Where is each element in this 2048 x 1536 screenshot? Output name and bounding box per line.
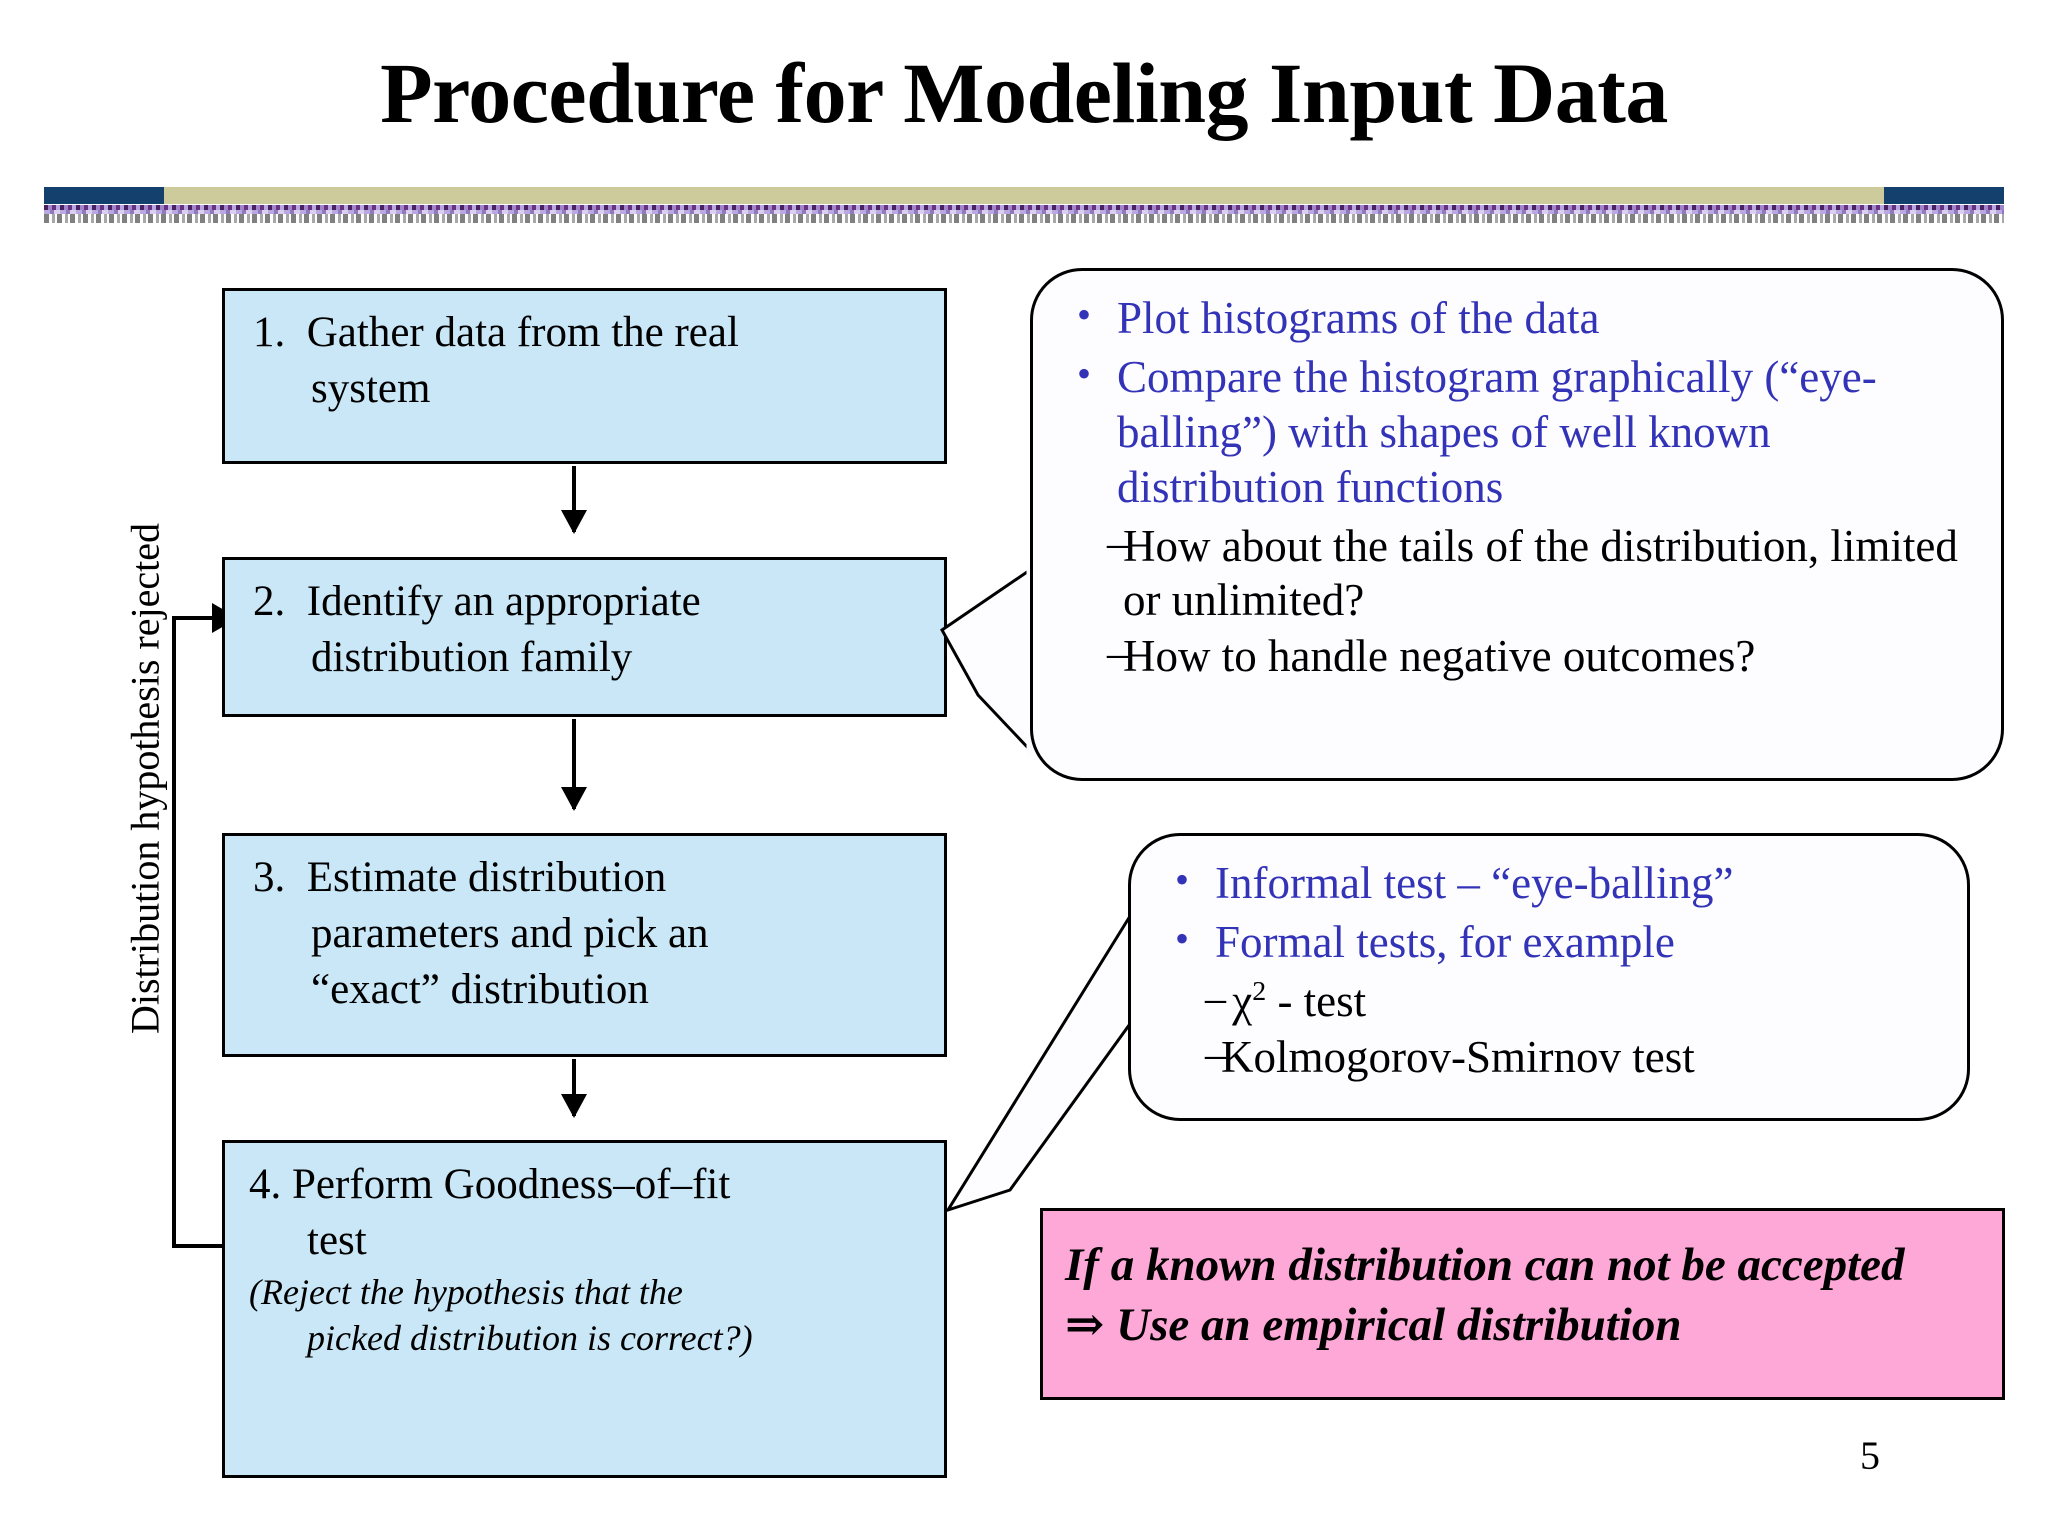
pink-note-line2: ⇒ Use an empirical distribution bbox=[1065, 1299, 1682, 1352]
divider-purple-line-secondary bbox=[44, 210, 2004, 214]
feedback-loop-label: Distribution hypothesis rejected bbox=[122, 523, 168, 1035]
divider-khaki bbox=[164, 187, 1884, 204]
dash-marker-icon: – bbox=[1107, 630, 1128, 677]
divider-bar-row bbox=[44, 187, 2004, 204]
feedback-loop-vertical-segment bbox=[172, 616, 176, 1248]
bullet-dot-icon: • bbox=[1076, 292, 1091, 337]
flow-step-4-note: (Reject the hypothesis that the picked d… bbox=[249, 1269, 926, 1361]
callout1-subbullet-2-text: How to handle negative outcomes? bbox=[1123, 630, 1756, 681]
arrow-step1-to-step2 bbox=[561, 466, 587, 534]
callout2-subbullet-ks-text: Kolmogorov-Smirnov test bbox=[1221, 1031, 1695, 1082]
callout1-subbullet-2: – How to handle negative outcomes? bbox=[1051, 629, 1975, 683]
flow-step-1-line1: 1. Gather data from the real bbox=[253, 309, 739, 356]
page-number: 5 bbox=[1860, 1433, 1880, 1478]
feedback-loop-top-segment bbox=[172, 616, 216, 620]
flow-step-1-line2: system bbox=[311, 364, 431, 412]
bullet-dot-icon: • bbox=[1174, 915, 1189, 961]
callout2-bullet-2: • Formal tests, for example bbox=[1149, 915, 1941, 970]
divider-gray-dash bbox=[44, 214, 2004, 223]
divider-navy-left bbox=[44, 187, 164, 204]
feedback-loop-bottom-segment bbox=[172, 1244, 226, 1248]
flow-step-4-line2: test bbox=[307, 1216, 367, 1264]
flow-step-3-line1: 3. Estimate distribution bbox=[253, 854, 667, 901]
callout2-bullet-1-text: Informal test – “eye-balling” bbox=[1215, 858, 1734, 908]
callout1-subbullet-1-text: How about the tails of the distribution,… bbox=[1123, 520, 1958, 625]
flow-step-1-box[interactable]: 1. Gather data from the real system bbox=[222, 288, 947, 464]
divider-purple-line bbox=[44, 205, 2004, 210]
decorative-divider bbox=[44, 187, 2004, 223]
callout2-bullet-1: • Informal test – “eye-balling” bbox=[1149, 856, 1941, 911]
flow-step-2-line2: distribution family bbox=[311, 633, 633, 681]
flow-step-4-note-line1: (Reject the hypothesis that the bbox=[249, 1271, 683, 1312]
arrow-step2-to-step3 bbox=[561, 719, 587, 811]
bullet-dot-icon: • bbox=[1174, 857, 1189, 902]
flow-step-3-box[interactable]: 3. Estimate distribution parameters and … bbox=[222, 833, 947, 1057]
callout2-subbullet-ks: – Kolmogorov-Smirnov test bbox=[1149, 1030, 1941, 1084]
empirical-distribution-note: If a known distribution can not be accep… bbox=[1040, 1208, 2005, 1400]
callout2-bullet-2-text: Formal tests, for example bbox=[1215, 916, 1675, 967]
callout1-bullet-1: • Plot histograms of the data bbox=[1051, 291, 1975, 346]
callout1-bullet-1-text: Plot histograms of the data bbox=[1117, 293, 1600, 343]
callout1-subbullet-1: – How about the tails of the distributio… bbox=[1051, 519, 1975, 627]
identify-distribution-callout[interactable]: • Plot histograms of the data • Compare … bbox=[1030, 268, 2004, 781]
bullet-dot-icon: • bbox=[1076, 350, 1091, 396]
flow-step-4-box[interactable]: 4. Perform Goodness–of–fit test (Reject … bbox=[222, 1140, 947, 1478]
goodness-of-fit-callout[interactable]: • Informal test – “eye-balling” • Formal… bbox=[1128, 833, 1970, 1121]
flow-step-3-line2: parameters and pick an bbox=[311, 909, 709, 957]
page-title: Procedure for Modeling Input Data bbox=[380, 45, 1668, 141]
arrow-step3-to-step4 bbox=[561, 1059, 587, 1118]
callout1-bullet-2-text: Compare the histogram graphically (“eye-… bbox=[1117, 351, 1877, 512]
dash-marker-icon: – bbox=[1205, 975, 1226, 1022]
flow-step-3-line3: “exact” distribution bbox=[311, 965, 649, 1013]
callout2-subbullet-chi-square: – χ2 - test bbox=[1149, 974, 1941, 1028]
flow-step-2-line1: 2. Identify an appropriate bbox=[253, 578, 701, 625]
callout2-subbullet-chi-square-text: χ2 - test bbox=[1232, 975, 1367, 1026]
callout1-bullet-2: • Compare the histogram graphically (“ey… bbox=[1051, 350, 1975, 515]
flow-step-4-line1: 4. Perform Goodness–of–fit bbox=[249, 1161, 731, 1208]
flow-step-4-note-line2: picked distribution is correct?) bbox=[307, 1317, 753, 1358]
dash-marker-icon: – bbox=[1107, 520, 1128, 567]
flow-step-2-box[interactable]: 2. Identify an appropriate distribution … bbox=[222, 557, 947, 717]
pink-note-line1: If a known distribution can not be accep… bbox=[1065, 1239, 1905, 1291]
dash-marker-icon: – bbox=[1205, 1031, 1226, 1078]
callout-2-tail bbox=[944, 894, 1142, 1213]
divider-navy-right bbox=[1884, 187, 2004, 204]
